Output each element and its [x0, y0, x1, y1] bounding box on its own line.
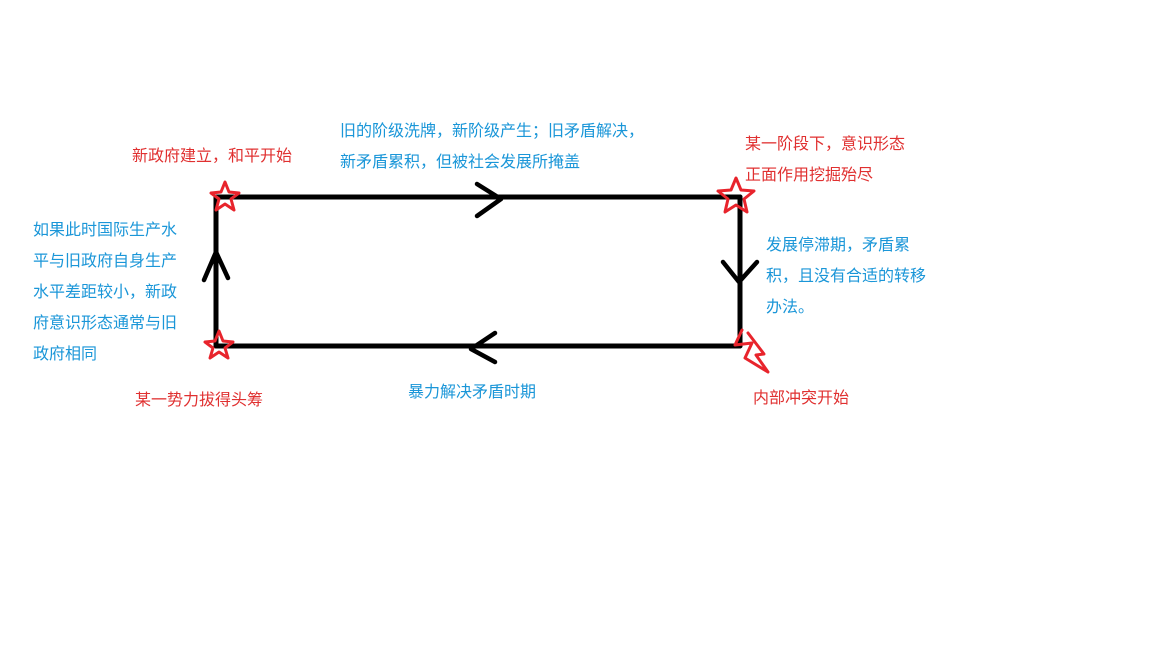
edge-label-bottom: 暴力解决矛盾时期 [408, 382, 537, 401]
stage-label-line: 正面作用挖掘殆尽 [745, 165, 874, 184]
stage-label-internal-conflict: 内部冲突开始 [753, 388, 850, 407]
edge-label-top-line: 新矛盾累积，但被社会发展所掩盖 [340, 152, 581, 171]
arrow-right-icon [474, 181, 504, 219]
edge-label-left-line: 府意识形态通常与旧 [33, 313, 178, 332]
edge-label-left-line: 如果此时国际生产水 [33, 220, 178, 239]
star-icon [716, 176, 756, 214]
stage-label-faction-wins: 某一势力拔得头筹 [135, 390, 264, 409]
arrow-down-icon [720, 259, 760, 285]
edge-label-left: 如果此时国际生产水 平与旧政府自身生产 水平差距较小，新政 府意识形态通常与旧 … [33, 214, 177, 369]
edge-label-left-line: 水平差距较小，新政 [33, 282, 178, 301]
edge-label-left-line: 政府相同 [33, 344, 98, 363]
edge-label-right: 发展停滞期，矛盾累 积，且没有合适的转移 办法。 [766, 229, 926, 322]
lightning-icon [733, 328, 770, 374]
edge-label-left-line: 平与旧政府自身生产 [33, 251, 178, 270]
arrow-left-icon [468, 330, 498, 365]
star-icon [209, 180, 241, 212]
edge-label-right-line: 积，且没有合适的转移 [766, 266, 927, 285]
stage-label-new-government: 新政府建立，和平开始 [132, 146, 293, 165]
stage-label-ideology-exhausted: 某一阶段下，意识形态 正面作用挖掘殆尽 [745, 128, 905, 190]
star-icon [203, 329, 235, 360]
stage-label-line: 某一阶段下，意识形态 [745, 134, 906, 153]
edge-label-top: 旧的阶级洗牌，新阶级产生；旧矛盾解决， 新矛盾累积，但被社会发展所掩盖 [340, 115, 644, 177]
edge-label-right-line: 发展停滞期，矛盾累 [766, 235, 911, 254]
arrow-up-icon [201, 249, 231, 283]
edge-label-top-line: 旧的阶级洗牌，新阶级产生；旧矛盾解决， [340, 121, 645, 140]
edge-label-right-line: 办法。 [766, 297, 815, 316]
